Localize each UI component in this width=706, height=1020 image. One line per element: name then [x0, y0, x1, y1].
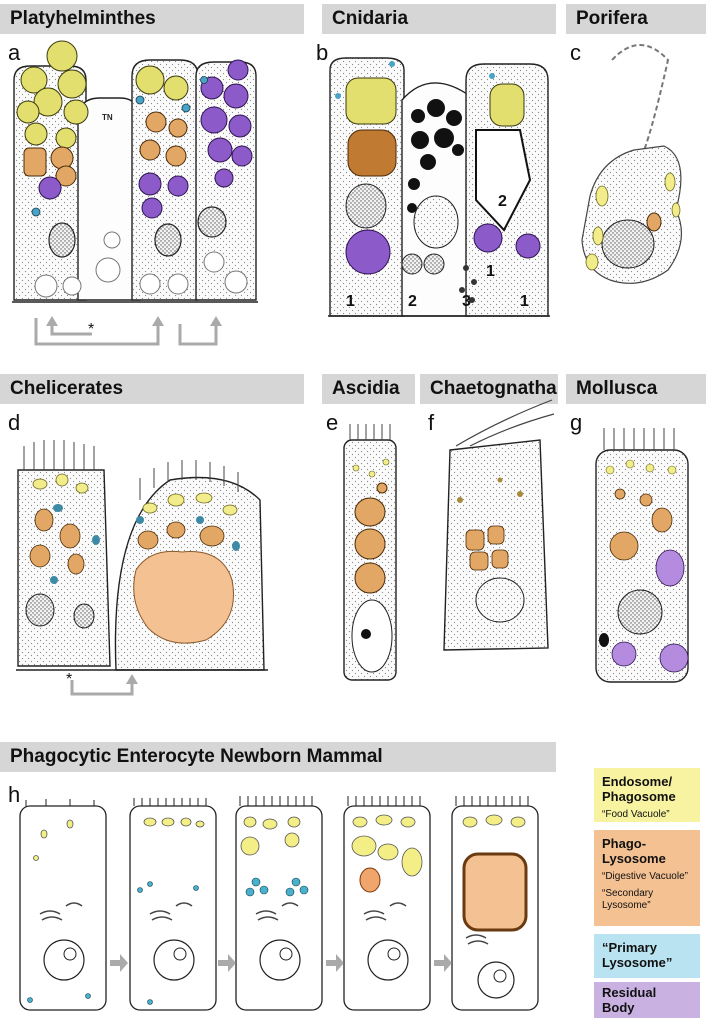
header-platyhelminthes: Platyhelminthes [0, 4, 304, 34]
legend-phagolysosome-sub2: “Secondary Lysosome” [602, 888, 654, 911]
panel-letter-d: d [8, 410, 21, 435]
cnidaria-num-3: 3 [462, 293, 471, 310]
ascidia-cell [343, 424, 397, 681]
chelicerates-cells: * [16, 440, 268, 696]
header-chelicerates: Chelicerates [0, 374, 304, 404]
panel-letter-h: h [8, 782, 21, 807]
panel-letter-g: g [570, 410, 583, 435]
legend-residual-title: Residual Body [602, 985, 657, 1015]
header-porifera: Porifera [566, 4, 706, 34]
cnidaria-cells: 1 2 3 1 2 1 [328, 57, 550, 317]
header-chaetognatha: Chaetognatha [420, 374, 558, 404]
asterisk-marker-d: * [66, 671, 72, 688]
legend-endosome: Endosome/ Phagosome “Food Vacuole” [594, 768, 700, 822]
panel-letter-c: c [570, 40, 581, 65]
cnidaria-num-2a: 2 [408, 293, 417, 310]
cnidaria-num-1a: 1 [346, 293, 355, 310]
cnidaria-num-1b: 1 [520, 293, 529, 310]
legend-endosome-sub: “Food Vacuole” [602, 809, 670, 820]
legend-phagolysosome-title: Phago-Lysosome [602, 836, 666, 866]
legend-phagolysosome-sub1: “Digestive Vacuole” [602, 871, 688, 882]
panel-letter-f: f [428, 410, 435, 435]
mammal-enterocytes [19, 796, 539, 1011]
legend-primary-title: “Primary Lysosome” [602, 940, 673, 970]
chaetognatha-cell [443, 399, 555, 651]
porifera-cell [581, 44, 682, 284]
cnidaria-num-2b: 2 [498, 193, 507, 210]
legend-endosome-title: Endosome/ Phagosome [602, 774, 676, 804]
mollusca-cell [595, 428, 689, 683]
platyhelminthes-cells: TN [12, 40, 258, 346]
cnidaria-num-1c: 1 [486, 263, 495, 280]
legend-primary-lysosome: “Primary Lysosome” [594, 934, 700, 978]
tn-label: TN [102, 113, 113, 122]
panel-letter-e: e [326, 410, 339, 435]
header-mammal: Phagocytic Enterocyte Newborn Mammal [0, 742, 556, 772]
header-mollusca: Mollusca [566, 374, 706, 404]
panel-letter-a: a [8, 40, 21, 65]
header-ascidia: Ascidia [322, 374, 415, 404]
recycling-arrows [34, 318, 218, 346]
legend-residual-body: Residual Body [594, 982, 700, 1018]
panel-letter-b: b [316, 40, 329, 65]
header-cnidaria: Cnidaria [322, 4, 556, 34]
legend-phagolysosome: Phago-Lysosome “Digestive Vacuole” “Seco… [594, 830, 700, 926]
asterisk-marker: * [88, 321, 94, 338]
